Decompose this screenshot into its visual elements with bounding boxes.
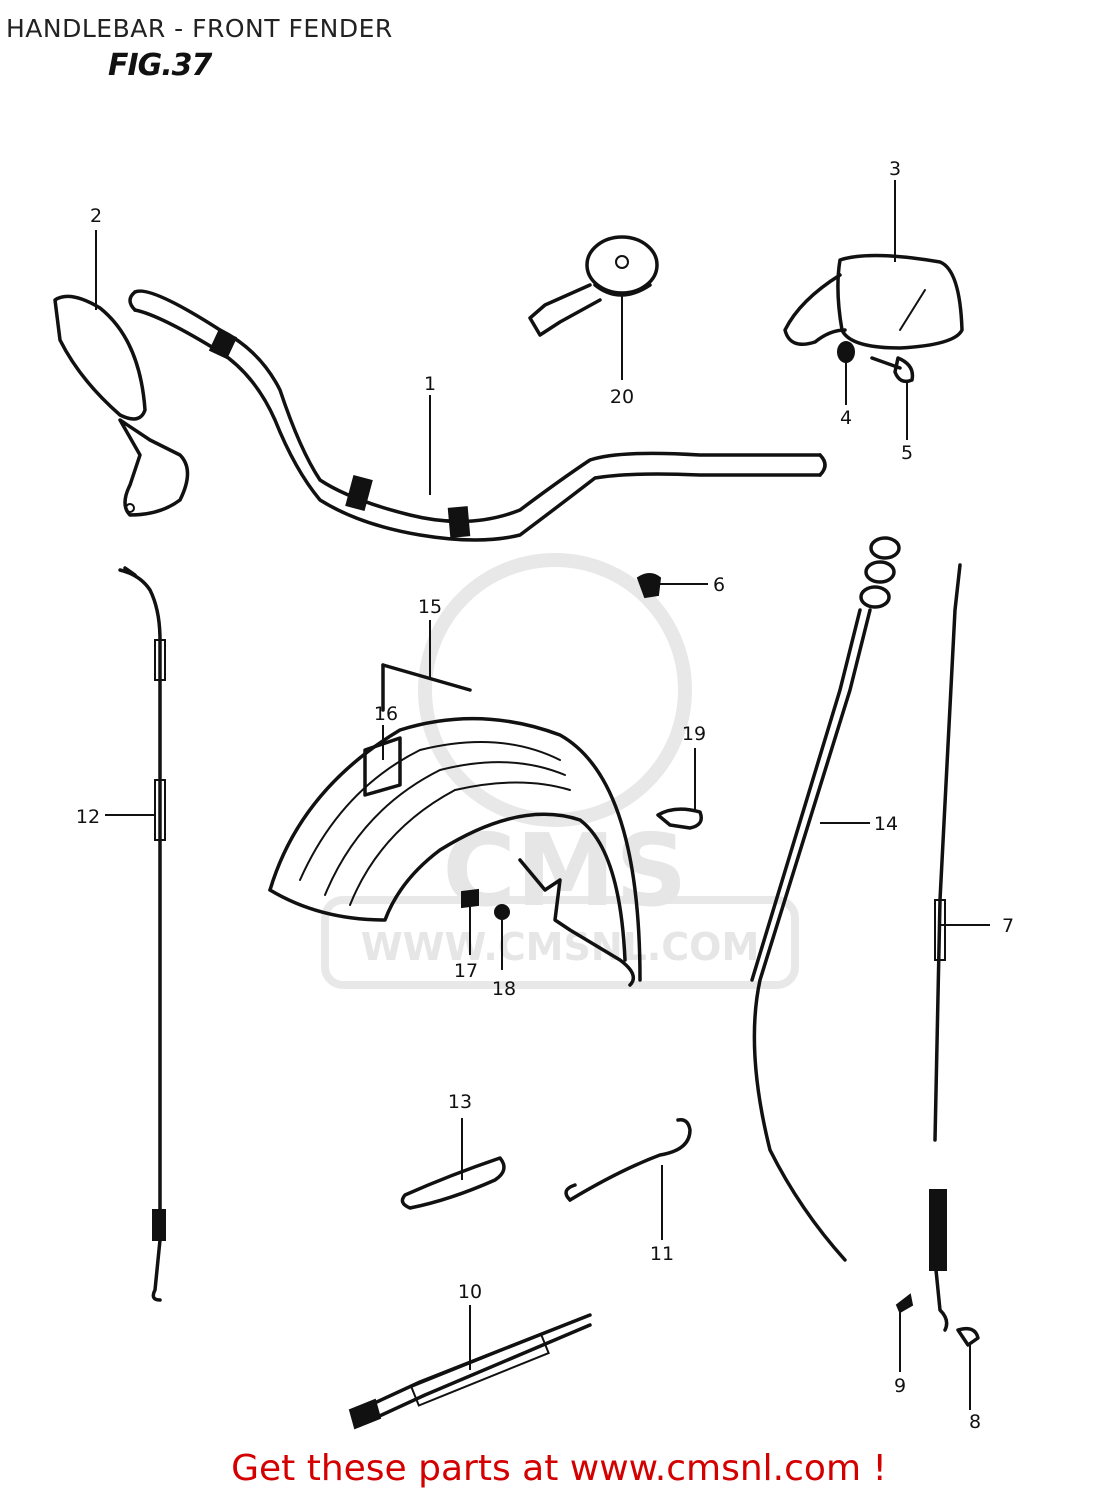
part-11-spring[interactable] [564, 1117, 692, 1202]
callout-5: 5 [901, 442, 913, 464]
part-1-handlebar[interactable] [128, 289, 827, 542]
part-17-bolt[interactable] [461, 888, 479, 955]
callout-4: 4 [840, 407, 852, 429]
part-3-right-mirror[interactable] [783, 253, 964, 350]
part-2-left-mirror[interactable] [53, 294, 190, 517]
callout-17: 17 [454, 960, 478, 982]
part-19-clip[interactable] [656, 807, 703, 830]
callout-16: 16 [374, 703, 398, 725]
figure-number: FIG.37 [108, 48, 212, 83]
part-9-washer[interactable] [895, 1293, 914, 1314]
parts-store-link[interactable]: Get these parts at www.cmsnl.com ! [231, 1448, 887, 1489]
part-18-nut[interactable] [494, 904, 510, 970]
callout-18: 18 [492, 978, 516, 1000]
callout-13: 13 [448, 1091, 472, 1113]
diagram-title: HANDLEBAR - FRONT FENDER [6, 14, 393, 43]
callout-20: 20 [610, 386, 634, 408]
callout-2: 2 [90, 205, 102, 227]
callout-7: 7 [1002, 915, 1014, 937]
part-6-cap[interactable] [636, 573, 662, 599]
watermark: CMS WWW.CMSNL.COM [321, 553, 799, 989]
part-15-label[interactable] [381, 663, 472, 712]
part-16-label[interactable] [363, 736, 402, 797]
callout-14: 14 [874, 813, 898, 835]
watermark-brand: CMS [443, 812, 688, 929]
callout-8: 8 [969, 1411, 981, 1433]
part-14-cable[interactable] [750, 536, 901, 1262]
callout-9: 9 [894, 1375, 906, 1397]
part-8-bolt[interactable] [956, 1326, 980, 1347]
part-7-cable[interactable] [929, 563, 962, 1332]
callout-6: 6 [713, 574, 725, 596]
parts-diagram: CMS WWW.CMSNL.COM [53, 158, 1014, 1433]
callout-11: 11 [650, 1243, 674, 1265]
watermark-frame [321, 896, 799, 989]
callout-15: 15 [418, 596, 442, 618]
watermark-url: WWW.CMSNL.COM [361, 925, 760, 969]
callout-12: 12 [76, 806, 100, 828]
callout-19: 19 [682, 723, 706, 745]
leader-lines [95, 180, 990, 1410]
part-13-grip-bracket[interactable] [400, 1156, 506, 1210]
callout-labels: 2 1 3 4 5 20 6 15 16 19 12 14 7 17 18 13… [76, 158, 1014, 1433]
part-12-cable[interactable] [118, 566, 166, 1302]
callout-10: 10 [458, 1281, 482, 1303]
part-4-washer[interactable] [837, 341, 855, 363]
part-5-bolt[interactable] [870, 356, 915, 384]
part-10-rod[interactable] [348, 1313, 592, 1430]
callout-1: 1 [424, 373, 436, 395]
watermark-logo-icon [418, 553, 692, 827]
front-fender[interactable] [268, 716, 642, 987]
callout-3: 3 [889, 158, 901, 180]
part-20-gauge[interactable] [528, 235, 659, 337]
